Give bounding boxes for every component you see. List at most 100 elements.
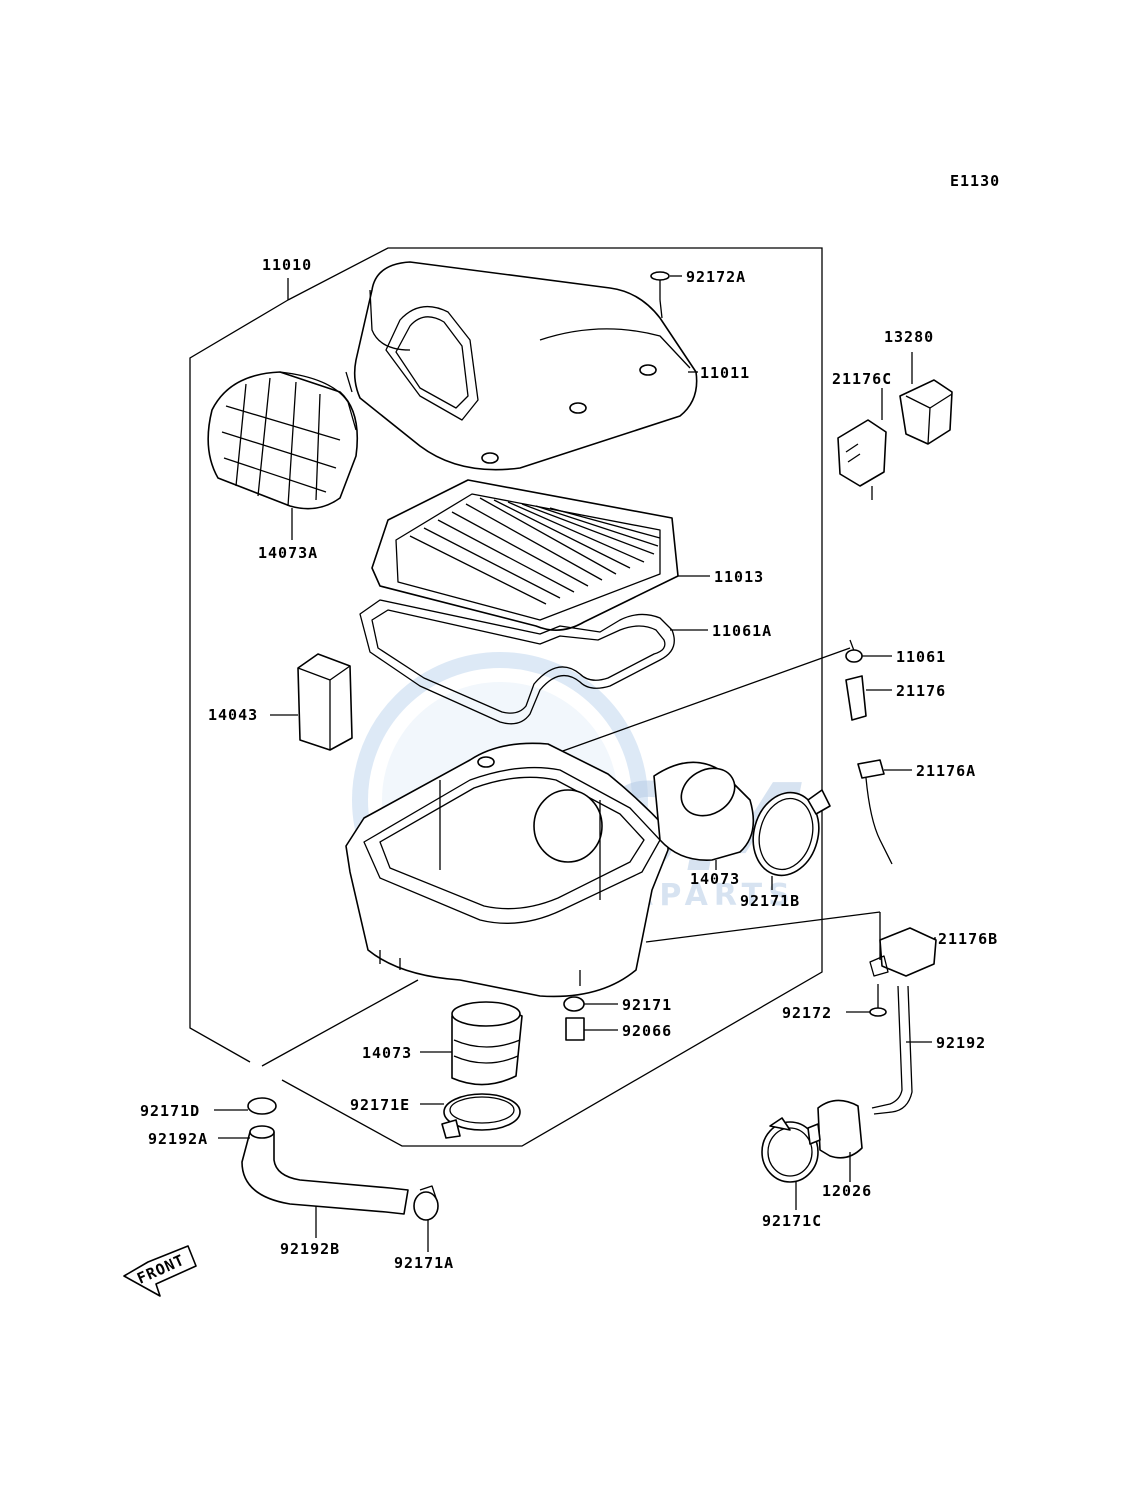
oring-11061-ring: [845, 649, 863, 663]
upper-case-boss-3: [481, 452, 499, 464]
oring-11061: [845, 649, 892, 663]
hose-92192: [871, 985, 932, 1115]
lower-case-ribs: [439, 780, 601, 900]
callout-21176: 21176: [896, 682, 946, 700]
clamp-92171A: [413, 1185, 439, 1252]
duct-14073-top: [653, 761, 755, 870]
hose-92192A-end: [249, 1125, 275, 1139]
callout-11061A: 11061A: [712, 622, 772, 640]
duct-top-mouth: [680, 767, 736, 817]
sensor-21176B: [869, 927, 937, 977]
sensor-21176A-body: [857, 759, 885, 779]
sensor-21176A: [857, 759, 912, 865]
upper-case-body: [353, 261, 698, 471]
upper-case-window: [385, 305, 479, 421]
diagram-code: E1130: [950, 172, 1000, 190]
leader-92172A-drop: [659, 299, 663, 319]
duct-bottom-mouth: [451, 1001, 521, 1027]
filter-pleat-area: [395, 493, 661, 621]
clamp-92171C: [761, 1117, 819, 1210]
assembly-frame: [189, 247, 881, 1147]
filter-12026-body: [817, 1099, 863, 1159]
callout-92066: 92066: [622, 1022, 672, 1040]
filter-12026-nipple: [807, 1123, 821, 1145]
cap-92066-body: [565, 1017, 585, 1041]
lower-case: [345, 742, 669, 998]
callout-13280: 13280: [884, 328, 934, 346]
hose-92192B: [218, 1125, 409, 1238]
part-14043-edges: [297, 665, 351, 750]
clamp-92171D: [214, 1097, 277, 1115]
sensor-21176: [845, 675, 892, 721]
sensor-21176C-body: [837, 419, 887, 487]
sensor-21176B-bracket: [869, 955, 889, 977]
cap-92066: [565, 1017, 618, 1041]
leader-sensor-bottom: [645, 911, 881, 943]
lower-case-rim-inner: [379, 776, 645, 910]
element-cage: [207, 371, 359, 510]
cleaner-element-14073A: [207, 371, 359, 540]
callout-11013: 11013: [714, 568, 764, 586]
callout-92171E: 92171E: [350, 1096, 410, 1114]
sensor-21176-body: [845, 675, 867, 721]
callout-92171C: 92171C: [762, 1212, 822, 1230]
callout-92171A: 92171A: [394, 1254, 454, 1272]
element-flange: [279, 371, 357, 431]
callout-92171B: 92171B: [740, 892, 800, 910]
lower-case-feet: [379, 950, 581, 986]
frame-inner-line: [261, 979, 419, 1067]
clamp-92171C-tab: [769, 1117, 791, 1131]
upper-case-boss-1: [639, 364, 657, 376]
frame-top-line: [287, 247, 823, 960]
callout-21176A: 21176A: [916, 762, 976, 780]
filter-12026: [807, 1099, 863, 1182]
front-arrow: FRONT: [123, 1245, 197, 1297]
frame-left-line: [189, 299, 289, 1063]
sensor-21176C-detail: [845, 443, 861, 463]
callout-92192A: 92192A: [148, 1130, 208, 1148]
screw-92172A: [650, 271, 682, 319]
sensor-21176A-wire: [865, 777, 893, 865]
upper-case-boss-2: [569, 402, 587, 414]
element-grid: [221, 377, 341, 507]
callout-21176B: 21176B: [938, 930, 998, 948]
clamp-92171E: [420, 1093, 521, 1139]
gasket-inner: [371, 609, 666, 714]
callout-12026: 12026: [822, 1182, 872, 1200]
callout-14073-bottom: 14073: [362, 1044, 412, 1062]
callout-11010: 11010: [262, 256, 312, 274]
callout-92172A: 92172A: [686, 268, 746, 286]
screw-92172: [846, 984, 887, 1017]
upper-case-window-inner: [395, 316, 469, 409]
leader-sensor-top: [559, 647, 851, 753]
callout-labels: 11010 92172A 11011 13280 21176C 14073A 1…: [140, 256, 998, 1272]
lower-case-rim: [363, 766, 661, 924]
sensor-13280-edges: [905, 393, 953, 445]
clamp-92171B-tab: [807, 789, 831, 815]
gasket-outer: [359, 599, 675, 725]
clamp-92171C-band: [761, 1121, 819, 1183]
clamp-92171E-inner: [449, 1096, 515, 1124]
sensor-21176C: [837, 388, 887, 500]
screw-head: [650, 271, 670, 281]
clamp-92171B: [752, 789, 831, 890]
filter-frame: [371, 479, 679, 631]
clamp-92171E-tab: [441, 1119, 461, 1139]
upper-case-11011: [345, 261, 698, 471]
duct-14073-bottom: [420, 1001, 523, 1086]
clamp-92171B-band: [752, 791, 820, 877]
filter-pleats: [409, 497, 661, 605]
callout-92171: 92171: [622, 996, 672, 1014]
callout-92171D: 92171D: [140, 1102, 200, 1120]
clamp-92171A-band: [413, 1191, 439, 1221]
hose-92192-inner: [873, 985, 913, 1115]
callout-92172: 92172: [782, 1004, 832, 1022]
clamp-92171B-inner: [758, 797, 814, 871]
clamp-92171A-tab: [419, 1185, 437, 1199]
upper-case-tab-left: [345, 371, 353, 393]
screw-92172-head: [869, 1007, 887, 1017]
duct-bottom-rings: [453, 1039, 521, 1064]
callout-14043: 14043: [208, 706, 258, 724]
